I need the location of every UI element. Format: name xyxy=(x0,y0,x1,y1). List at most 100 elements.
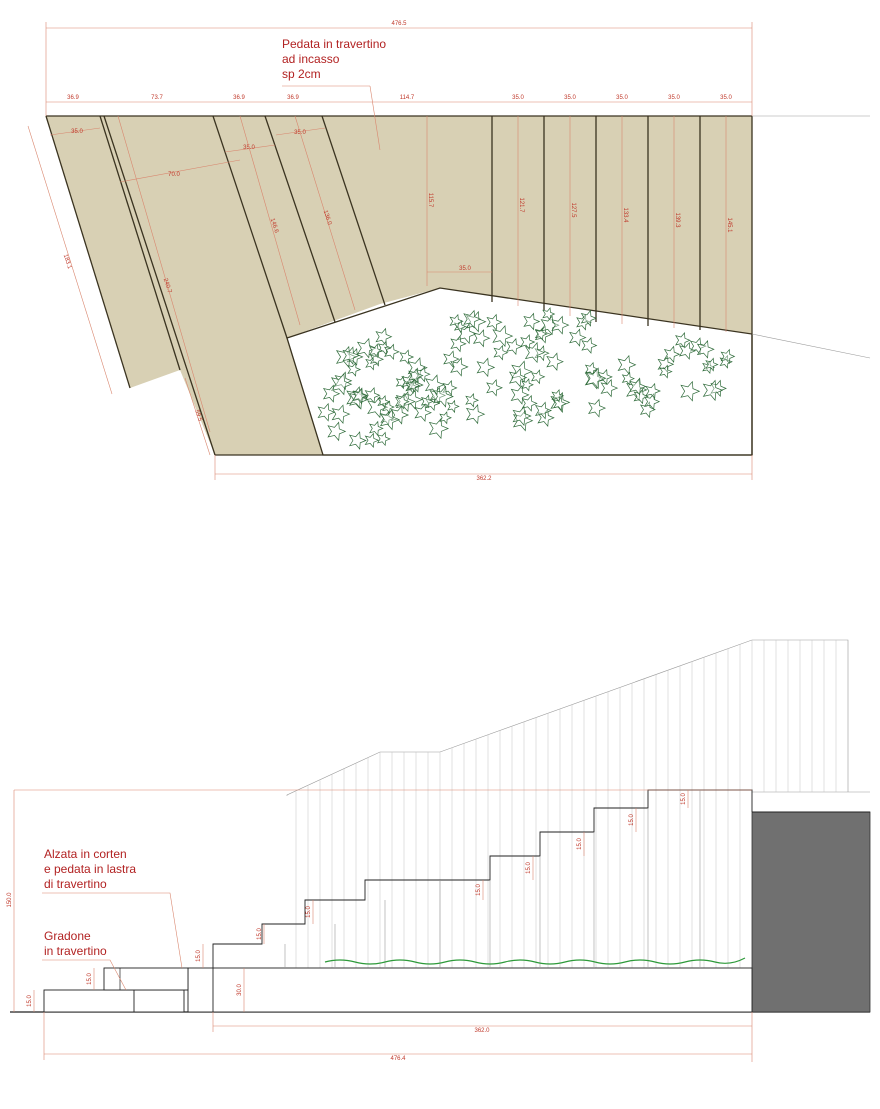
shrub-leaf xyxy=(511,360,533,383)
dim-seg-1: 36.9 xyxy=(67,95,79,101)
step-note-line-2: in travertino xyxy=(44,944,107,958)
shrub-leaf xyxy=(680,380,701,402)
shrub-leaf xyxy=(327,421,347,442)
shrub-leaf xyxy=(534,325,553,344)
plan-note-line-3: sp 2cm xyxy=(282,67,321,81)
dim-gradone-height: 15.0 xyxy=(27,995,33,1007)
dim-bottom-width: 362.2 xyxy=(476,476,492,482)
dim-seg-5: 114.7 xyxy=(400,95,415,101)
dim-step-5: 15.0 xyxy=(526,862,532,874)
shrub-leaf xyxy=(639,401,656,419)
shrub-leaf xyxy=(476,357,496,378)
dim-width-5: 35.0 xyxy=(459,266,471,272)
shrub-leaf xyxy=(617,354,637,375)
shrub-leaf xyxy=(330,372,353,396)
travertine-surface xyxy=(46,116,752,455)
shrub-leaf xyxy=(534,327,548,341)
shrub-leaf xyxy=(394,393,410,410)
shrub-leaf xyxy=(447,399,460,414)
dark-wall xyxy=(751,811,871,1013)
shrub-leaf xyxy=(633,388,649,405)
shrub-leaf xyxy=(439,411,452,425)
riser-note-line-1: Alzata in corten xyxy=(44,847,127,861)
shrub-leaf xyxy=(521,378,534,392)
shrub-leaf xyxy=(524,341,546,364)
dim-seg-9: 35.0 xyxy=(668,95,680,101)
riser-note-line-3: di travertino xyxy=(44,877,107,891)
shrub-leaf xyxy=(369,351,385,367)
shrub-leaf xyxy=(369,343,384,358)
shrub-leaf xyxy=(551,389,565,403)
shrub-leaf xyxy=(506,337,523,356)
shrub-leaf xyxy=(551,315,570,335)
shrub-leaf xyxy=(493,344,509,361)
shrub-leaf xyxy=(465,404,486,425)
shrub-leaf xyxy=(424,374,445,396)
shrub-leaf xyxy=(322,384,341,403)
planting-shrubs xyxy=(317,307,736,450)
shrub-leaf xyxy=(523,312,541,331)
dim-length-1: 183.1 xyxy=(62,254,73,271)
shrub-leaf xyxy=(408,367,424,384)
shrub-leaf xyxy=(720,348,736,365)
shrub-leaf xyxy=(379,409,401,431)
shrub-leaf xyxy=(317,402,336,422)
shrub-leaf xyxy=(384,343,400,361)
plan-view: 476.5 36.9 73.7 36.9 36.9 114.7 35.0 35.… xyxy=(27,21,871,482)
shrub-leaf xyxy=(331,404,351,424)
shrub-leaf xyxy=(364,432,380,448)
base-wall xyxy=(187,967,753,1013)
dim-step-3: 15.0 xyxy=(306,906,312,918)
shrub-leaf xyxy=(492,325,514,348)
dim-length-4: 136.0 xyxy=(322,210,333,227)
shrub-leaf xyxy=(390,405,410,425)
dim-length-2: 240.7 xyxy=(162,278,173,295)
shrub-leaf xyxy=(600,378,619,398)
elevation-verticals xyxy=(295,640,837,968)
plan-note: Pedata in travertino ad incasso sp 2cm xyxy=(282,37,389,81)
shrub-leaf xyxy=(465,310,487,333)
ground-planting xyxy=(324,957,746,965)
dim-seg-8: 35.0 xyxy=(616,95,628,101)
dim-inner-width: 362.0 xyxy=(474,1028,490,1034)
shrub-leaf xyxy=(540,315,560,336)
shrub-leaf xyxy=(346,347,364,366)
shrub-leaf xyxy=(335,345,358,369)
dim-width-1: 35.0 xyxy=(71,129,83,135)
dim-step-7: 15.0 xyxy=(629,814,635,826)
dim-seg-4: 36.9 xyxy=(287,95,299,101)
shrub-leaf xyxy=(414,403,433,422)
shrub-leaf xyxy=(486,379,503,397)
shrub-leaf xyxy=(621,371,635,386)
shrub-leaf xyxy=(530,369,546,385)
shrub-leaf xyxy=(678,341,697,360)
shrub-leaf xyxy=(629,377,647,396)
shrub-leaf xyxy=(569,328,587,347)
dim-length-9: 139.3 xyxy=(674,212,680,228)
shrub-leaf xyxy=(521,394,538,412)
dim-gradone-height-2: 15.0 xyxy=(87,973,93,985)
plan-note-line-1: Pedata in travertino xyxy=(282,37,386,51)
shrub-leaf xyxy=(643,393,661,411)
shrub-leaf xyxy=(580,309,597,327)
shrub-leaf xyxy=(710,379,727,398)
dim-seg-2: 73.7 xyxy=(151,95,163,101)
dim-height-total: 150.0 xyxy=(7,892,13,908)
shrub-leaf xyxy=(472,329,491,348)
shrub-leaf xyxy=(702,360,716,375)
shrub-leaf xyxy=(581,337,598,354)
shrub-leaf xyxy=(553,396,568,412)
shrub-leaf xyxy=(597,368,613,385)
shrub-leaf xyxy=(346,386,368,409)
shrub-leaf xyxy=(705,357,719,372)
shrub-leaf xyxy=(675,332,691,349)
shrub-leaf xyxy=(520,334,536,350)
section-note-step: Gradone in travertino xyxy=(44,929,107,958)
dim-step-6: 15.0 xyxy=(577,838,583,850)
shrub-leaf xyxy=(420,394,434,409)
shrub-leaf xyxy=(334,371,353,391)
dim-seg-10: 35.0 xyxy=(720,95,732,101)
shrub-leaf xyxy=(395,375,409,390)
shrub-leaf xyxy=(367,396,389,419)
